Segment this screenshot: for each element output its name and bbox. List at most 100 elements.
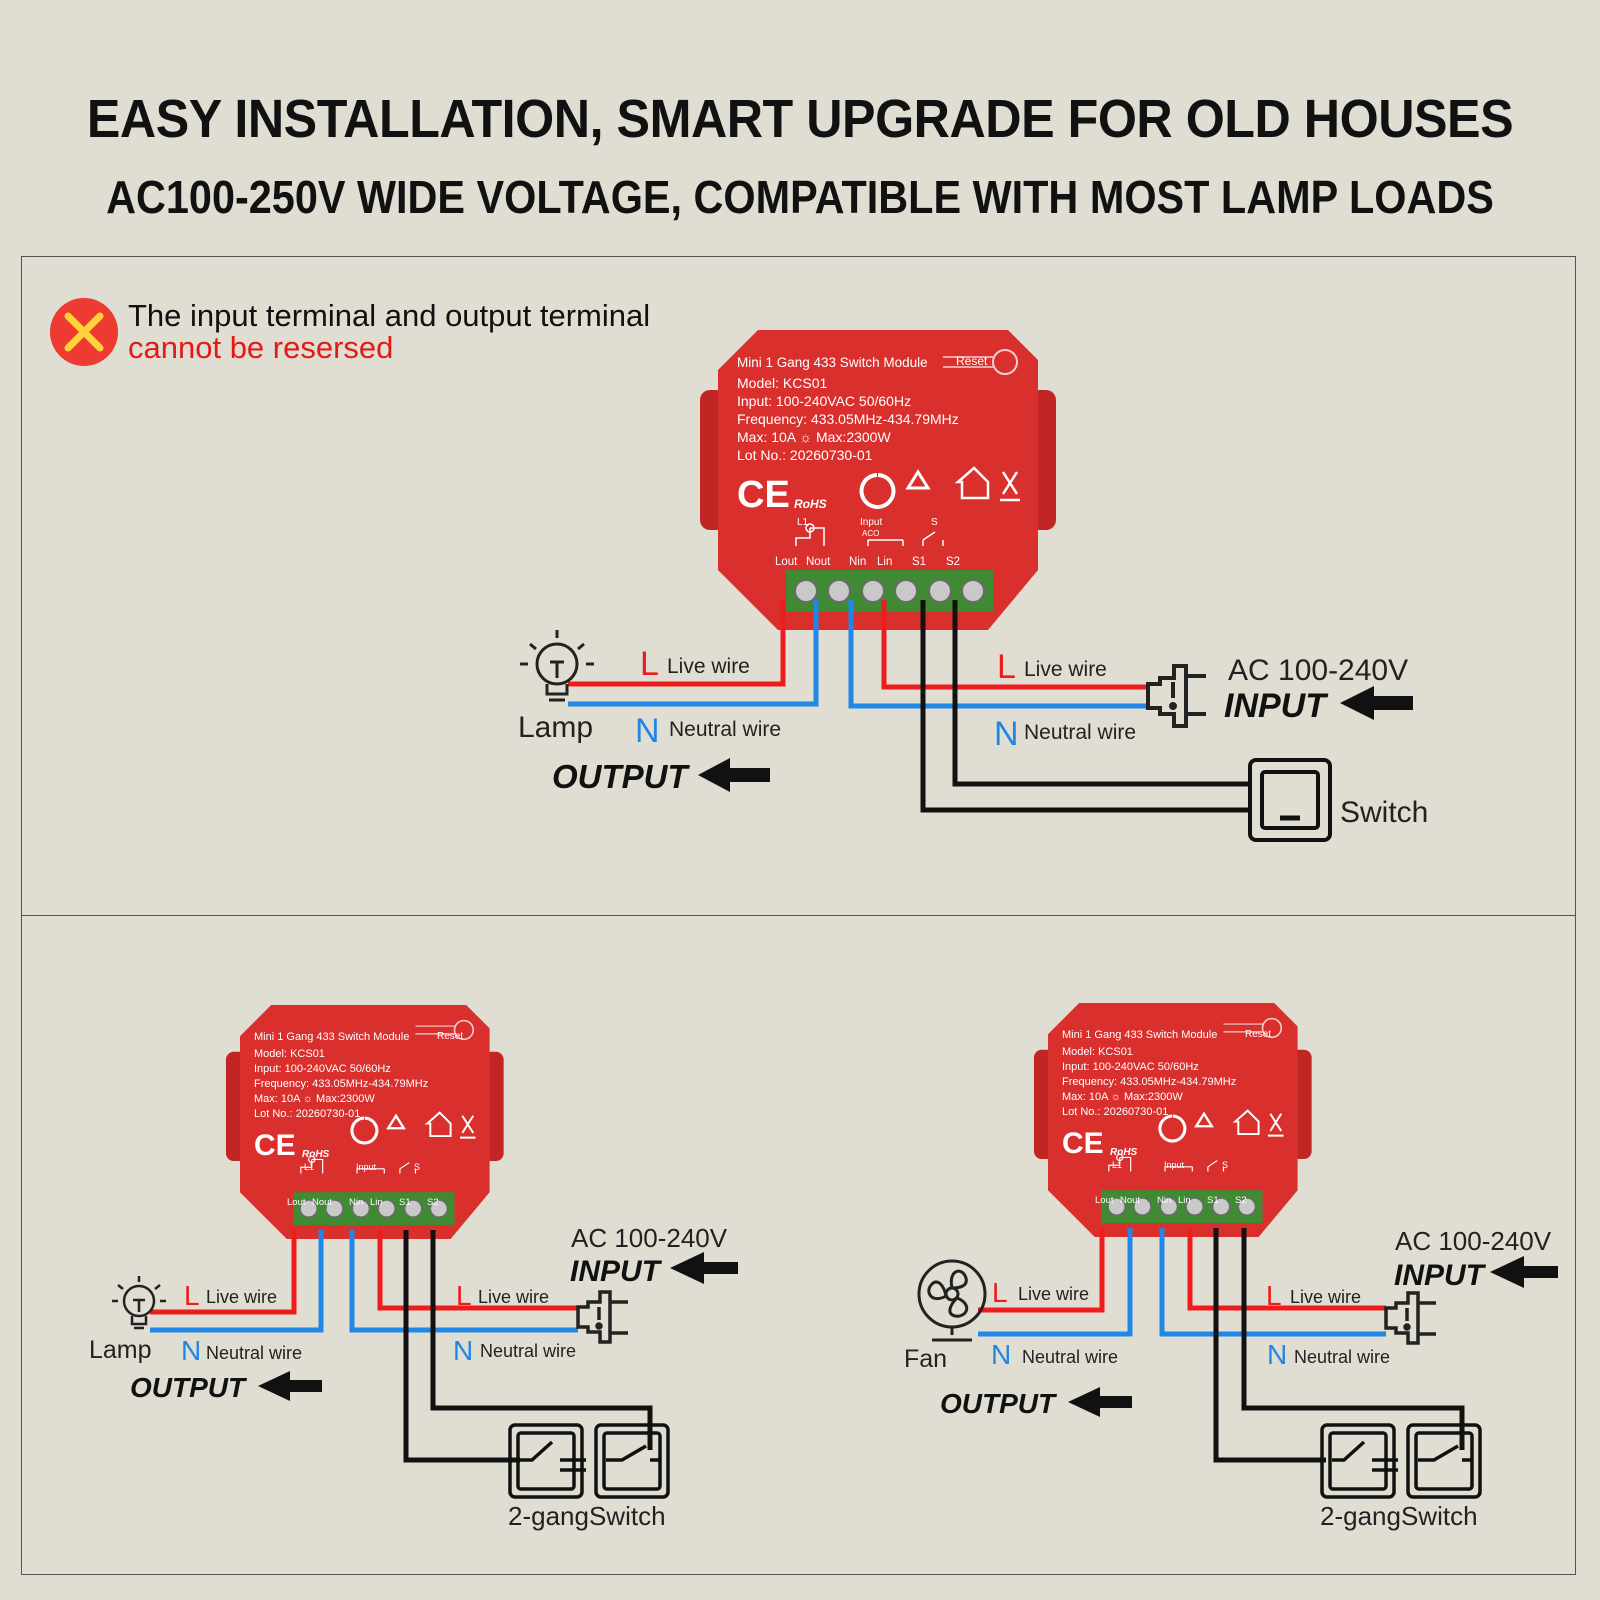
neutral-label-br-in: Neutral wire	[1294, 1347, 1390, 1367]
live-label-in: Live wire	[1024, 658, 1107, 681]
lamp-icon-bl	[112, 1276, 166, 1330]
module-max-br: Max: 10A ☼ Max:2300W	[1062, 1091, 1183, 1103]
plug-icon-bl	[576, 1290, 628, 1344]
terminal-s2-bl: S2	[427, 1197, 439, 1208]
input-voltage-br: AC 100-240V	[1395, 1226, 1552, 1256]
neutral-letter-br-in: N	[1267, 1339, 1287, 1370]
cert-ce-bl: CE	[254, 1129, 296, 1162]
terminal-lin-bl: Lin	[370, 1197, 383, 1208]
terminal-labels-bl: Lout Nout Nin Lin S1 S2	[287, 1197, 439, 1208]
label-s: S	[931, 517, 938, 528]
lamp-icon	[520, 630, 594, 702]
terminal-s1-bl: S1	[399, 1197, 411, 1208]
live-letter-bl: L	[184, 1280, 200, 1311]
wires-bottom-right	[978, 1228, 1465, 1463]
input-arrow-icon-br	[1490, 1256, 1558, 1288]
module-lot: Lot No.: 20260730-01	[737, 447, 873, 463]
module-lot-br: Lot No.: 20260730-01	[1062, 1106, 1168, 1118]
plug-icon-br	[1384, 1291, 1436, 1345]
switch-wire-a	[952, 600, 1250, 787]
live-letter-in: L	[997, 648, 1016, 686]
output-label-br: OUTPUT	[940, 1388, 1058, 1419]
live-letter-br: L	[992, 1277, 1008, 1308]
module-top-label: Mini 1 Gang 433 Switch Module Reset Mode…	[737, 354, 988, 538]
module-bottom-right-label: Mini 1 Gang 433 Switch Module Reset Mode…	[1062, 1029, 1271, 1170]
input-voltage: AC 100-240V	[1228, 654, 1408, 687]
input-label-bl: INPUT	[570, 1255, 663, 1288]
diagram-panel-double	[21, 915, 1576, 1575]
terminal-labels-top: Lout Nout Nin Lin S1 S2	[775, 556, 960, 568]
input-label: INPUT	[1224, 687, 1329, 725]
warning-line-2: cannot be resersed	[128, 330, 394, 365]
module-input: Input: 100-240VAC 50/60Hz	[737, 393, 911, 409]
neutral-wire-in	[848, 600, 1148, 709]
cert-ce-br: CE	[1062, 1127, 1104, 1160]
switch-label: Switch	[1340, 796, 1428, 829]
live-label-br: Live wire	[1018, 1284, 1089, 1304]
reset-label-br: Reset	[1245, 1029, 1271, 1040]
cert-rohs: RoHS	[794, 497, 827, 511]
warning-note: The input terminal and output terminal c…	[50, 298, 650, 366]
page-subtitle: AC100-250V WIDE VOLTAGE, COMPATIBLE WITH…	[106, 171, 1494, 223]
switch-icon	[1248, 758, 1332, 842]
module-max: Max: 10A ☼ Max:2300W	[737, 429, 891, 445]
neutral-letter-bl-in: N	[453, 1335, 473, 1366]
terminal-lin: Lin	[877, 556, 892, 568]
live-wire-in	[881, 600, 1148, 690]
wires-bottom-left	[150, 1230, 653, 1463]
input-voltage-bl: AC 100-240V	[571, 1223, 728, 1253]
neutral-label: Neutral wire	[669, 718, 781, 741]
module-frequency-bl: Frequency: 433.05MHz-434.79MHz	[254, 1078, 428, 1090]
module-name-bl: Mini 1 Gang 433 Switch Module	[254, 1031, 409, 1043]
two-gang-switch-icon-bl	[508, 1423, 670, 1499]
neutral-letter-bl: N	[181, 1335, 201, 1366]
terminal-nout-bl: Nout	[312, 1197, 332, 1208]
label-s-br: S	[1222, 1160, 1228, 1170]
two-gang-switch-icon-br	[1320, 1423, 1482, 1499]
reset-label-bl: Reset	[437, 1031, 463, 1042]
terminal-lout-br: Lout	[1095, 1195, 1114, 1206]
label-input-bl: Input	[356, 1162, 377, 1172]
two-gang-label-bl: 2-gangSwitch	[508, 1501, 666, 1531]
output-arrow-icon	[698, 758, 770, 792]
live-letter: L	[640, 645, 659, 683]
live-label-br-in: Live wire	[1290, 1287, 1361, 1307]
output-arrow-icon-br	[1068, 1387, 1132, 1417]
plug-icon	[1146, 664, 1206, 728]
terminal-labels-br: Lout Nout Nin Lin S1 S2	[1095, 1195, 1247, 1206]
terminal-nout-br: Nout	[1120, 1195, 1140, 1206]
terminal-nin: Nin	[849, 556, 866, 568]
terminal-lin-br: Lin	[1178, 1195, 1191, 1206]
module-input-bl: Input: 100-240VAC 50/60Hz	[254, 1063, 391, 1075]
label-l1-br: L1	[1112, 1160, 1122, 1170]
output-label: OUTPUT	[552, 758, 691, 795]
module-frequency: Frequency: 433.05MHz-434.79MHz	[737, 411, 959, 427]
terminal-s1: S1	[912, 556, 926, 568]
neutral-wire-out	[568, 600, 819, 707]
input-label-br: INPUT	[1394, 1259, 1487, 1292]
fan-icon	[917, 1259, 987, 1342]
live-label-bl: Live wire	[206, 1287, 277, 1307]
live-wire-out	[568, 600, 786, 687]
lamp-label-bl: Lamp	[89, 1336, 152, 1364]
reset-label: Reset	[956, 354, 988, 368]
terminal-s2-br: S2	[1235, 1195, 1247, 1206]
output-label-bl: OUTPUT	[130, 1372, 248, 1403]
neutral-label-bl: Neutral wire	[206, 1343, 302, 1363]
fan-label: Fan	[904, 1345, 947, 1373]
cert-ce: CE	[737, 474, 790, 516]
warning-line-1: The input terminal and output terminal	[128, 298, 651, 333]
label-s-bl: S	[414, 1162, 420, 1172]
input-arrow-icon-bl	[670, 1252, 738, 1284]
module-name-br: Mini 1 Gang 433 Switch Module	[1062, 1029, 1217, 1041]
two-gang-label-br: 2-gangSwitch	[1320, 1501, 1478, 1531]
live-letter-bl-in: L	[456, 1280, 472, 1311]
label-input: Input	[860, 517, 882, 528]
label-l1: L1	[797, 517, 809, 528]
terminal-nin-br: Nin	[1157, 1195, 1171, 1206]
close-icon	[50, 298, 118, 366]
module-input-br: Input: 100-240VAC 50/60Hz	[1062, 1061, 1199, 1073]
wires-top	[568, 600, 1250, 813]
page-title: EASY INSTALLATION, SMART UPGRADE FOR OLD…	[86, 89, 1514, 149]
